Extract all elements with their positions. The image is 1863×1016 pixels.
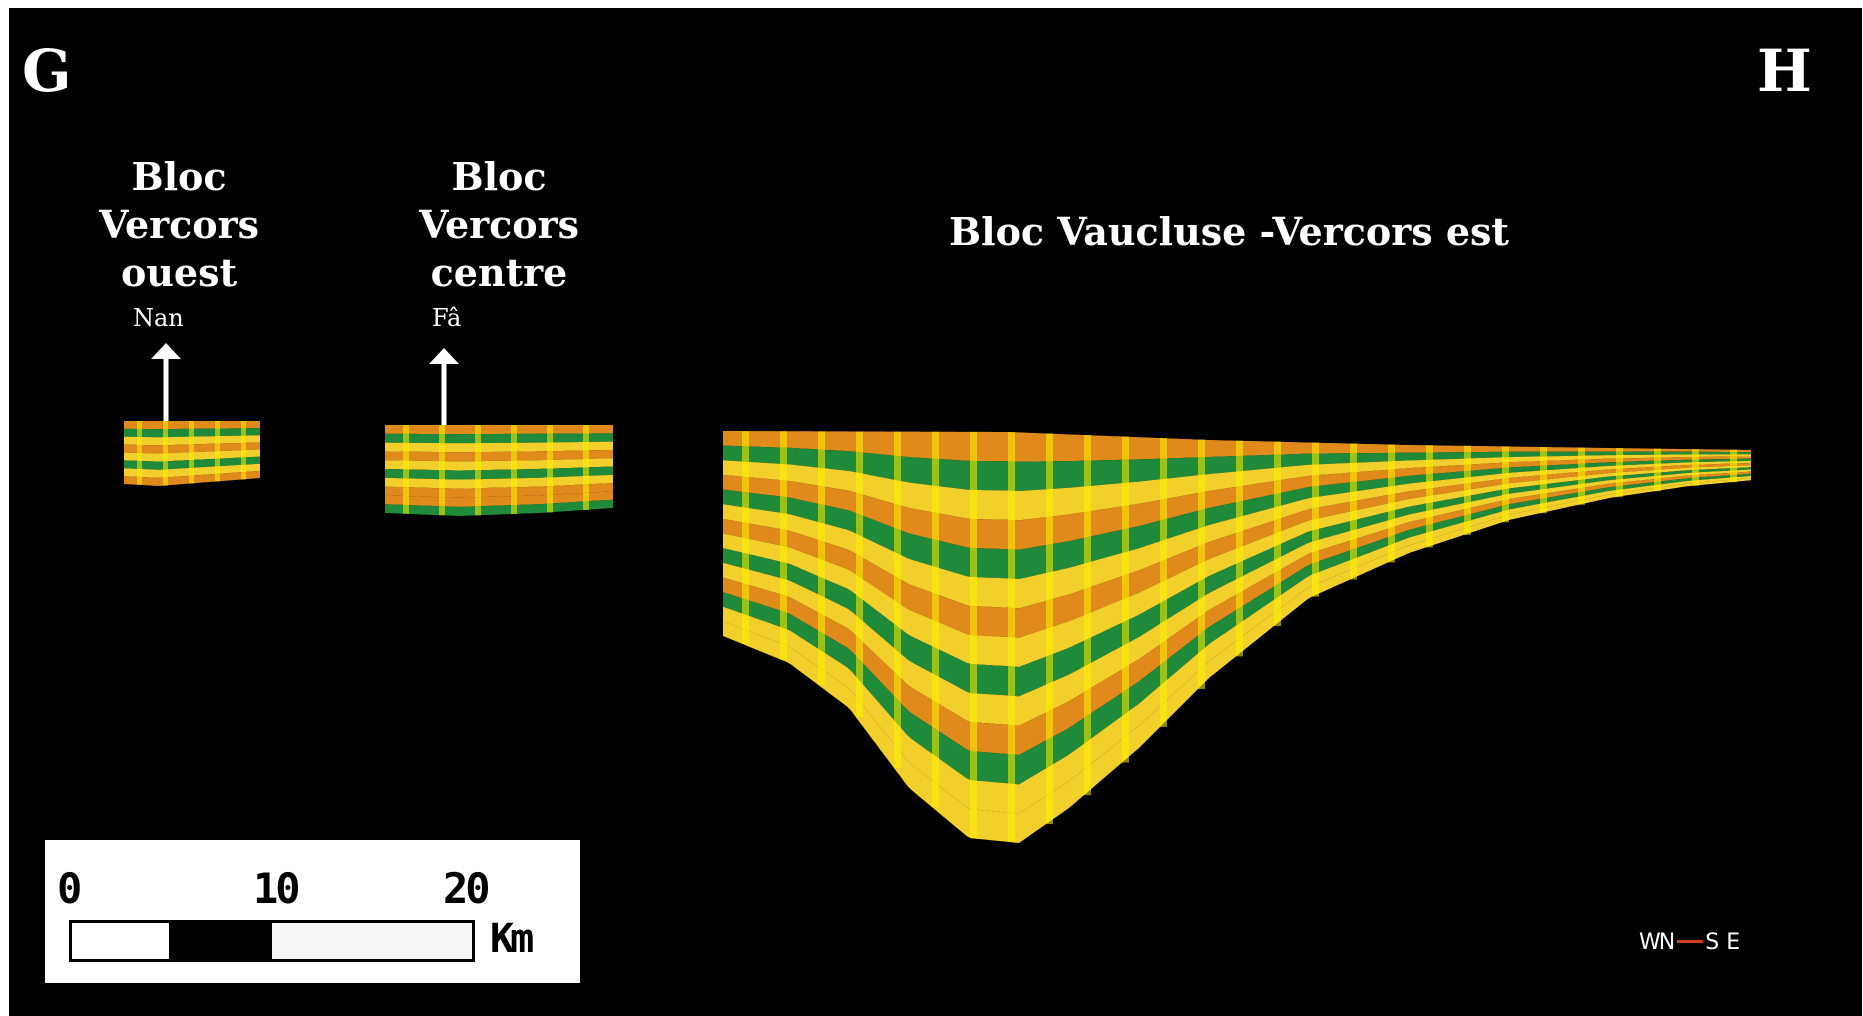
mesh-stripe xyxy=(1122,436,1129,763)
mesh-stripe xyxy=(1160,438,1167,727)
mesh-stripe xyxy=(547,425,553,513)
mesh-stripe xyxy=(583,425,589,511)
strata-layer xyxy=(385,425,613,435)
mesh-stripe xyxy=(1730,449,1737,483)
corner-label-g: G xyxy=(22,37,72,105)
mesh-stripe xyxy=(511,425,517,515)
title-bloc-vercors-centre: Bloc Vercors centre xyxy=(418,154,580,295)
mesh-stripe xyxy=(1692,449,1699,486)
mesh-stripe xyxy=(932,431,939,808)
block-vaucluse-vercors-est xyxy=(723,431,1751,843)
mesh-stripe xyxy=(137,421,142,485)
scale-segment-3 xyxy=(272,920,475,962)
scale-segment-1 xyxy=(69,920,169,962)
orientation-compass: WN S E xyxy=(1639,930,1740,955)
mesh-stripe xyxy=(163,421,168,486)
mesh-stripe xyxy=(818,431,825,685)
mesh-stripe xyxy=(856,431,863,718)
compass-s: S xyxy=(1705,930,1720,955)
mesh-stripe xyxy=(215,421,220,482)
mesh-stripe xyxy=(780,431,787,660)
mesh-stripe xyxy=(1236,440,1243,657)
mesh-stripe xyxy=(1540,446,1547,514)
mesh-stripe xyxy=(970,431,977,839)
mesh-stripe xyxy=(1198,439,1205,689)
mesh-stripe xyxy=(1464,445,1471,535)
mesh-stripe xyxy=(894,431,901,768)
corner-label-h: H xyxy=(1757,37,1812,105)
strata-layer xyxy=(385,433,613,444)
scale-tick-10: 10 xyxy=(253,864,301,913)
block-vercors-ouest xyxy=(124,421,260,486)
strata-layer xyxy=(723,458,1751,580)
mesh-stripe xyxy=(241,421,246,480)
compass-e: E xyxy=(1726,930,1741,955)
mesh-stripe xyxy=(403,425,409,514)
scale-segment-2 xyxy=(169,920,272,962)
location-label-fa: Fâ xyxy=(432,304,462,332)
compass-needle-icon xyxy=(1677,940,1704,943)
scale-tick-0: 0 xyxy=(57,864,82,913)
mesh-stripe xyxy=(1578,447,1585,505)
mesh-stripe xyxy=(1350,443,1357,580)
arrow-up-icon-fa xyxy=(429,348,459,433)
block-vercors-centre xyxy=(385,425,613,516)
mesh-stripe xyxy=(1654,448,1661,492)
scale-bar: 0 10 20 Km xyxy=(45,840,580,983)
mesh-stripe xyxy=(1502,446,1509,523)
mesh-stripe xyxy=(1274,441,1281,626)
compass-w: W xyxy=(1639,930,1661,955)
scale-unit-label: Km xyxy=(490,916,534,962)
geological-blocks xyxy=(124,421,1751,843)
mesh-stripe xyxy=(1388,444,1395,563)
mesh-stripe xyxy=(189,421,194,484)
scale-tick-20: 20 xyxy=(443,864,491,913)
arrow-up-icon-nan xyxy=(151,343,181,431)
mesh-stripe xyxy=(439,425,445,516)
cross-section-canvas: G H Bloc Vercors ouest Bloc Vercors cent… xyxy=(9,8,1862,1016)
mesh-stripe xyxy=(1008,431,1015,842)
mesh-stripe xyxy=(1426,445,1433,548)
mesh-stripe xyxy=(1046,433,1053,825)
mesh-stripe xyxy=(742,431,749,644)
title-bloc-vaucluse-vercors-est: Bloc Vaucluse -Vercors est xyxy=(949,209,1509,254)
strata-layer xyxy=(723,456,1751,550)
strata-layer xyxy=(723,454,1751,521)
mesh-stripe xyxy=(475,425,481,516)
mesh-stripe xyxy=(1616,448,1623,497)
mesh-stripe xyxy=(1312,442,1319,597)
compass-n: N xyxy=(1658,930,1676,955)
mesh-stripe xyxy=(1084,435,1091,796)
title-bloc-vercors-ouest: Bloc Vercors ouest xyxy=(98,154,260,295)
location-label-nan: Nan xyxy=(133,304,184,332)
